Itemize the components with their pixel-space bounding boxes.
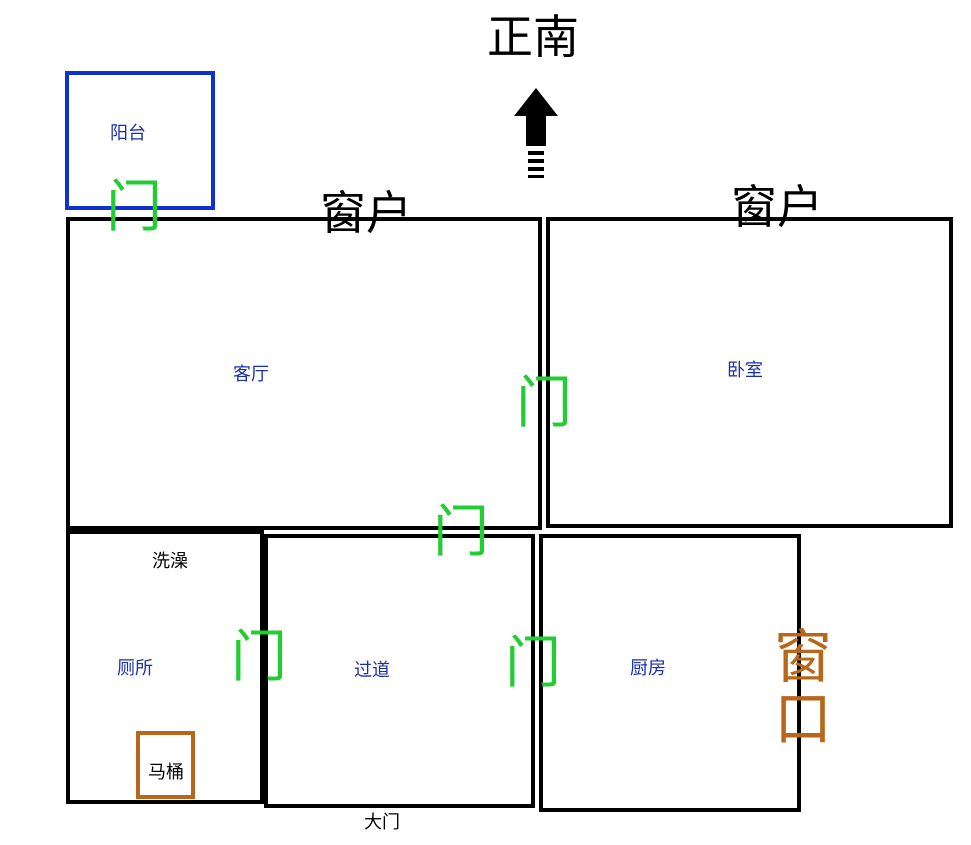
hallway-label: 过道 xyxy=(354,660,390,681)
living-hallway-door-label: 门 xyxy=(433,500,489,565)
main-door-label: 大门 xyxy=(364,812,400,833)
toilet-fixture-label: 马桶 xyxy=(148,762,184,783)
kitchen-label: 厨房 xyxy=(630,658,666,679)
toilet-room-label: 厕所 xyxy=(117,658,153,679)
bedroom-window-label: 窗户 xyxy=(731,180,823,234)
direction-label: 正南 xyxy=(487,10,579,64)
arrow-up-icon xyxy=(514,88,558,178)
bath-hallway-door-label: 门 xyxy=(231,625,287,690)
bedroom-label: 卧室 xyxy=(727,360,763,381)
living-bedroom-door-label: 门 xyxy=(516,371,572,436)
bedroom-room xyxy=(546,217,953,528)
shower-label: 洗澡 xyxy=(152,551,188,572)
hallway-room xyxy=(264,534,535,808)
balcony-door-label: 门 xyxy=(106,175,162,240)
living-room xyxy=(66,217,542,530)
bathroom-room xyxy=(66,530,264,804)
balcony-label: 阳台 xyxy=(110,123,146,144)
toilet-fixture xyxy=(136,731,195,799)
living-window-label: 窗户 xyxy=(320,186,412,240)
living-room-label: 客厅 xyxy=(233,364,269,385)
kitchen-window-label: 窗口 xyxy=(774,623,833,753)
balcony-room xyxy=(65,71,215,210)
hallway-kitchen-door-label: 门 xyxy=(505,631,561,696)
kitchen-room xyxy=(539,534,801,812)
